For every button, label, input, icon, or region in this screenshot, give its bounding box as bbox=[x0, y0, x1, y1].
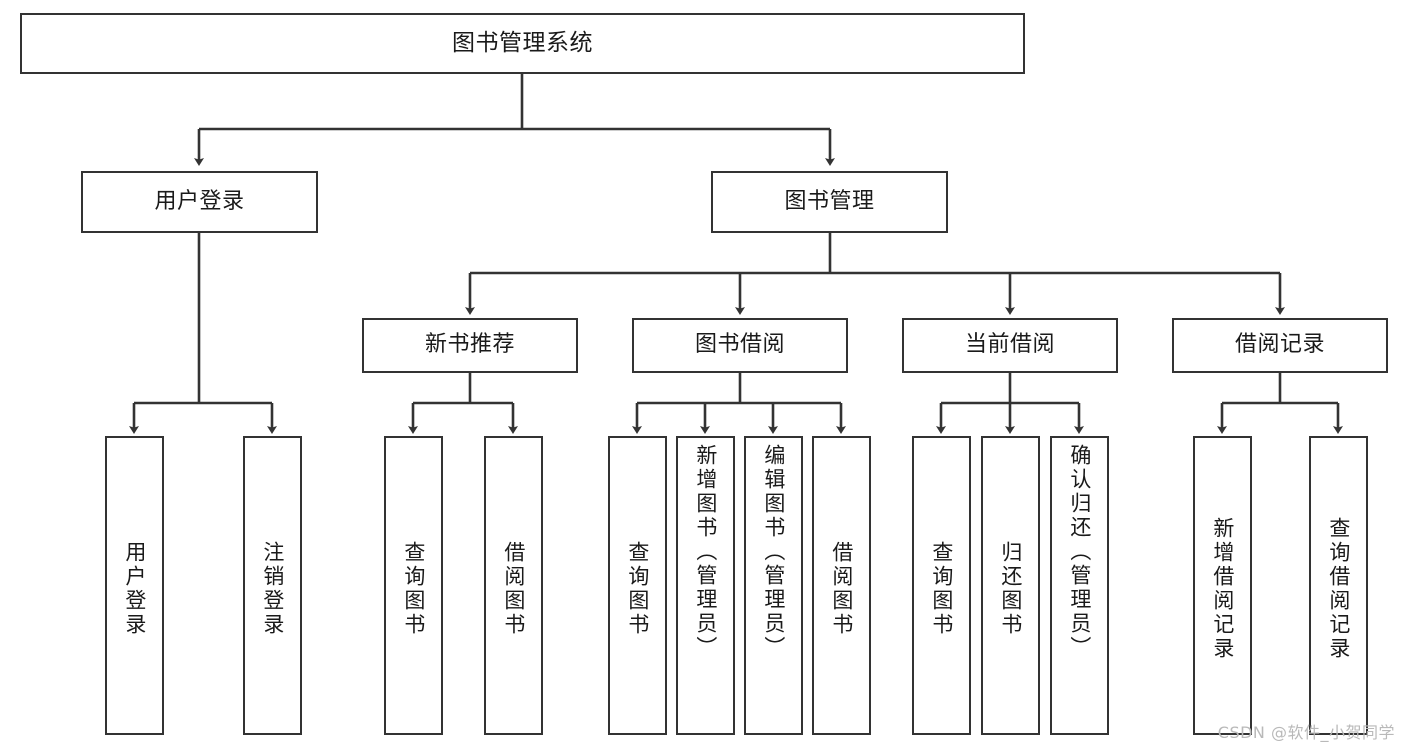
leaf-add-book[interactable]: 新增图书（管理员） bbox=[676, 436, 735, 735]
leaf-edit-book-label: 编辑图书（管理员） bbox=[761, 444, 786, 660]
leaf-add-book-label: 新增图书（管理员） bbox=[693, 444, 718, 660]
leaf-user-login-label: 用户登录 bbox=[122, 540, 147, 637]
node-new-book-recommend-label: 新书推荐 bbox=[424, 332, 515, 358]
node-user-login-label: 用户登录 bbox=[154, 188, 245, 214]
node-root[interactable]: 图书管理系统 bbox=[20, 13, 1025, 74]
watermark: CSDN @软件_小贺同学 bbox=[1217, 723, 1395, 742]
leaf-confirm-return[interactable]: 确认归还（管理员） bbox=[1050, 436, 1109, 735]
leaf-borrow-book-1-label: 借阅图书 bbox=[501, 540, 526, 637]
node-current-borrow-label: 当前借阅 bbox=[964, 332, 1055, 358]
leaf-query-book-3-label: 查询图书 bbox=[929, 540, 954, 637]
leaf-return-book[interactable]: 归还图书 bbox=[981, 436, 1040, 735]
leaf-confirm-return-label: 确认归还（管理员） bbox=[1067, 444, 1092, 660]
leaf-query-borrow-record[interactable]: 查询借阅记录 bbox=[1309, 436, 1368, 735]
leaf-query-book-2[interactable]: 查询图书 bbox=[608, 436, 667, 735]
leaf-query-borrow-record-label: 查询借阅记录 bbox=[1326, 516, 1351, 661]
leaf-logout[interactable]: 注销登录 bbox=[243, 436, 302, 735]
leaf-query-book-2-label: 查询图书 bbox=[625, 540, 650, 637]
leaf-query-book-1[interactable]: 查询图书 bbox=[384, 436, 443, 735]
node-user-login[interactable]: 用户登录 bbox=[81, 171, 318, 233]
leaf-return-book-label: 归还图书 bbox=[998, 540, 1023, 637]
leaf-borrow-book-2-label: 借阅图书 bbox=[829, 540, 854, 637]
node-book-manage[interactable]: 图书管理 bbox=[711, 171, 948, 233]
node-new-book-recommend[interactable]: 新书推荐 bbox=[362, 318, 578, 373]
node-borrow-record-label: 借阅记录 bbox=[1234, 332, 1325, 358]
leaf-add-borrow-record-label: 新增借阅记录 bbox=[1210, 516, 1235, 661]
leaf-borrow-book-1[interactable]: 借阅图书 bbox=[484, 436, 543, 735]
leaf-user-login[interactable]: 用户登录 bbox=[105, 436, 164, 735]
leaf-query-book-1-label: 查询图书 bbox=[401, 540, 426, 637]
node-book-manage-label: 图书管理 bbox=[784, 188, 875, 214]
leaf-logout-label: 注销登录 bbox=[260, 540, 285, 637]
leaf-query-book-3[interactable]: 查询图书 bbox=[912, 436, 971, 735]
leaf-add-borrow-record[interactable]: 新增借阅记录 bbox=[1193, 436, 1252, 735]
node-root-label: 图书管理系统 bbox=[452, 30, 593, 57]
node-book-borrow-label: 图书借阅 bbox=[694, 332, 785, 358]
leaf-borrow-book-2[interactable]: 借阅图书 bbox=[812, 436, 871, 735]
node-book-borrow[interactable]: 图书借阅 bbox=[632, 318, 848, 373]
node-borrow-record[interactable]: 借阅记录 bbox=[1172, 318, 1388, 373]
leaf-edit-book[interactable]: 编辑图书（管理员） bbox=[744, 436, 803, 735]
node-current-borrow[interactable]: 当前借阅 bbox=[902, 318, 1118, 373]
